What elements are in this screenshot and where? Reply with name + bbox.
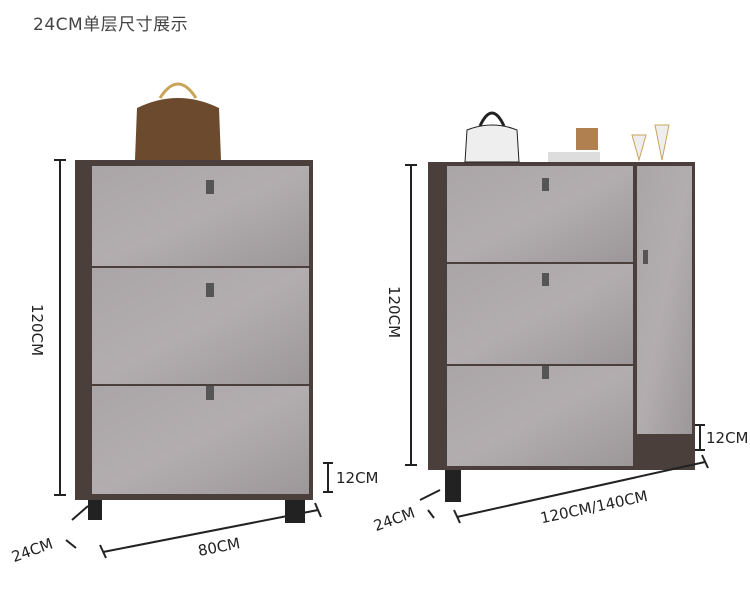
left-dimension-lines <box>54 159 333 559</box>
decor-items <box>464 111 670 163</box>
left-width-label: 80CM <box>196 534 241 560</box>
right-depth-label: 24CM <box>371 504 417 535</box>
drawer-door <box>447 366 633 466</box>
handle <box>542 273 549 286</box>
right-cabinet <box>428 111 695 502</box>
right-leg-label: 12CM <box>706 429 749 447</box>
right-dimension-lines <box>405 164 709 524</box>
handle <box>206 283 214 297</box>
handle <box>206 386 214 400</box>
right-width-label: 120CM/140CM <box>539 487 650 527</box>
right-height-label: 120CM <box>385 286 403 338</box>
left-depth-label: 24CM <box>9 535 55 566</box>
side-door <box>637 166 692 434</box>
handle <box>542 178 549 191</box>
left-leg-label: 12CM <box>336 469 379 487</box>
handle <box>542 366 549 379</box>
handle <box>206 180 214 194</box>
drawer-door <box>92 386 309 494</box>
drawer-door <box>447 166 633 262</box>
left-height-label: 120CM <box>28 304 46 356</box>
drawer-door <box>447 264 633 364</box>
drawer-door <box>92 166 309 266</box>
drawer-door <box>92 268 309 384</box>
handle <box>643 250 648 264</box>
page-title: 24CM单层尺寸展示 <box>33 15 189 35</box>
left-cabinet <box>75 82 313 523</box>
handbag-decor <box>135 82 221 160</box>
leg <box>445 460 461 502</box>
